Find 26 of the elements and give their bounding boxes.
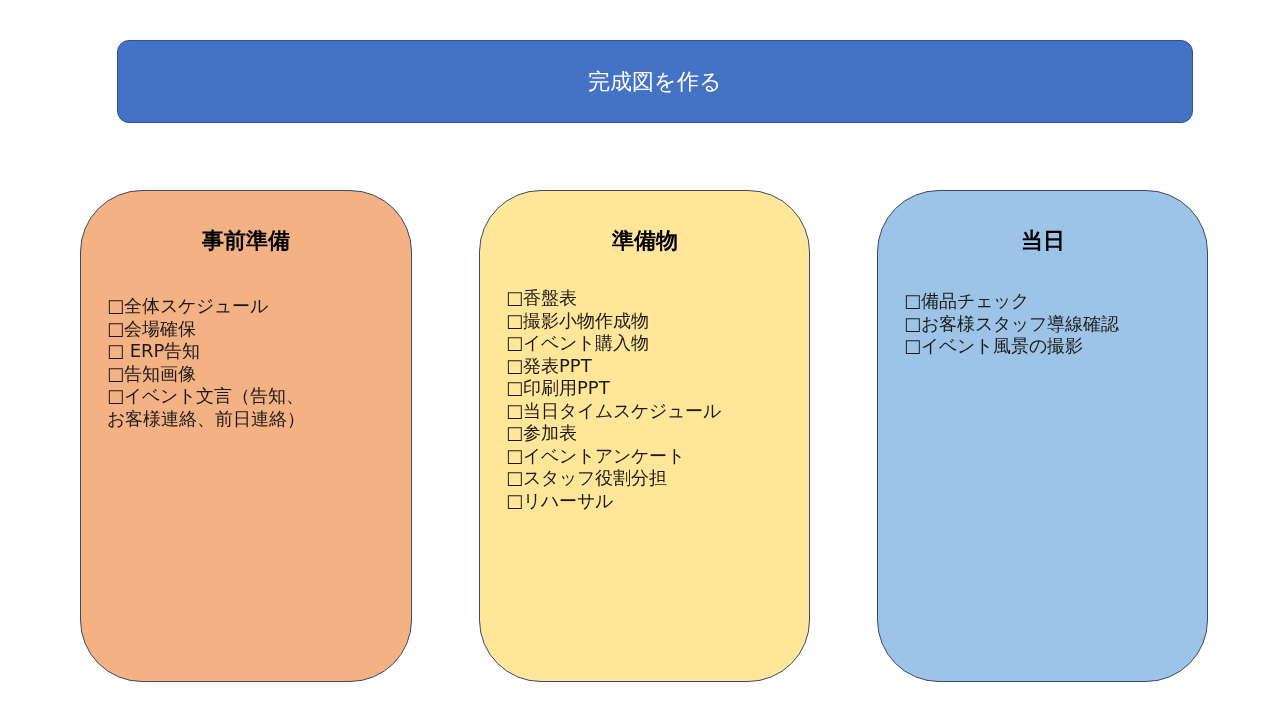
banner-title: 完成図を作る [588,67,722,96]
card-heading: 当日 [1019,227,1066,255]
checklist-item: □告知画像 [107,362,197,385]
checklist-item: □撮影小物作成物 [506,309,650,332]
checklist-item: □当日タイムスケジュール [506,399,722,422]
checklist-item: □イベント風景の撮影 [904,335,1084,358]
checklist-item: □会場確保 [107,317,197,340]
checklist-item: □ ERP告知 [107,340,202,363]
checklist-item: □イベント購入物 [506,332,650,355]
rounded-card [80,190,412,682]
checklist-item: □イベントアンケート [506,444,686,467]
checklist-item: □備品チェック [904,290,1030,313]
checklist-item: □リハーサル [506,489,614,512]
checklist-item: □香盤表 [506,287,578,310]
checklist-item: □全体スケジュール [107,295,269,318]
rounded-card [877,190,1208,682]
title-banner [117,40,1193,123]
checklist-item: □イベント文言（告知、お客様連絡、前日連絡） [107,385,306,430]
checklist-item: □発表PPT [506,354,593,377]
card-heading: 事前準備 [201,227,291,255]
checklist-item: □お客様スタッフ導線確認 [904,312,1120,335]
checklist-item: □印刷用PPT [506,377,611,400]
rounded-card [479,190,810,682]
checklist-item: □スタッフ役割分担 [506,467,668,490]
card-heading: 準備物 [610,227,679,255]
checklist-item: □参加表 [506,422,578,445]
